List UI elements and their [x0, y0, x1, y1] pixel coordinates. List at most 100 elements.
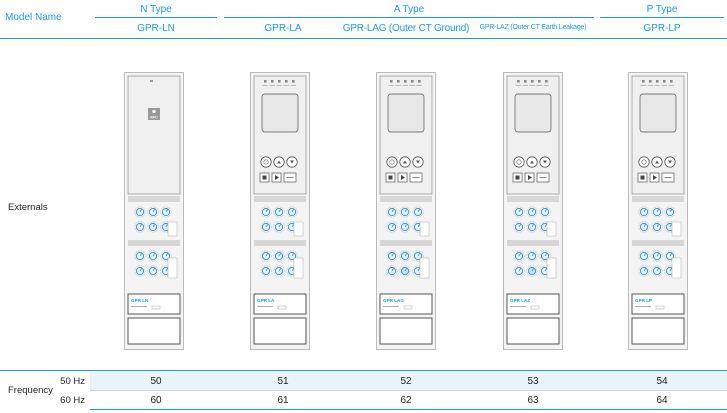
externals-label: Externals [8, 202, 48, 213]
dial-pointer [417, 224, 420, 228]
stop-glyph [515, 175, 520, 180]
device-model-label: GPR LP [635, 298, 652, 303]
dial-pointer [152, 224, 155, 228]
dial-pointer [656, 253, 659, 257]
dial-pointer [669, 268, 672, 272]
dial-pointer [643, 268, 646, 272]
dial-pointer [404, 253, 407, 257]
dial-ticks [664, 250, 676, 262]
dial-ticks [386, 265, 398, 277]
nav-glyph-circle [389, 159, 395, 165]
dial-ticks [638, 221, 650, 233]
rfc-logo-dot [152, 109, 156, 114]
blank-plate [506, 317, 560, 345]
model-header-la: GPR-LA [264, 23, 302, 34]
led-caption [395, 85, 401, 86]
frequency-mid-rule [90, 390, 727, 391]
dial-pointer [544, 268, 547, 272]
device-illustration-lp: GPR LP [628, 72, 688, 350]
dial-section-header [632, 240, 684, 246]
blank-plate [379, 317, 433, 345]
dial-ticks [134, 250, 146, 262]
dial-ticks [513, 206, 525, 218]
dial-pointer [417, 253, 420, 257]
model-header-laz: GPR-LAZ (Outer CT Earth Leakage) [479, 24, 587, 31]
led-caption [388, 85, 394, 86]
dial-pointer [265, 209, 268, 213]
dial-ticks [638, 265, 650, 277]
dial-ticks [526, 206, 538, 218]
led-caption [647, 85, 653, 86]
dial-pointer [152, 209, 155, 213]
status-led [418, 80, 421, 83]
dial-ticks [386, 250, 398, 262]
status-led [642, 80, 645, 83]
led-caption [543, 85, 549, 86]
status-led [538, 80, 541, 83]
freq-50-ln: 50 [150, 376, 162, 387]
dip-switch [167, 221, 178, 237]
dial-ticks [260, 250, 272, 262]
status-led [411, 80, 414, 83]
dial-ticks [260, 221, 272, 233]
dip-switch [671, 257, 682, 279]
status-led [404, 80, 407, 83]
dial-ticks [651, 265, 663, 277]
dial-ticks [399, 250, 411, 262]
dip-switch [293, 257, 304, 279]
dial-ticks [260, 265, 272, 277]
label-plate-line [510, 306, 526, 307]
dial-ticks [526, 265, 538, 277]
dial-pointer [417, 209, 420, 213]
dial-ticks [526, 250, 538, 262]
label-plate [506, 293, 560, 315]
dial-pointer [544, 224, 547, 228]
dial-pointer [278, 253, 281, 257]
dial-ticks [386, 206, 398, 218]
dial-ticks [399, 206, 411, 218]
blank-plate [127, 317, 181, 345]
label-plate-line [383, 306, 399, 307]
frequency-bottom-rule [90, 409, 727, 410]
dial-pointer [544, 253, 547, 257]
status-led [670, 80, 673, 83]
dial-section-header [507, 196, 559, 202]
nav-glyph-up [530, 160, 534, 164]
nav-glyph-circle [516, 159, 522, 165]
lcd-display [514, 93, 552, 133]
nav-button [638, 156, 650, 168]
dial-pointer [656, 268, 659, 272]
dial-section-header [254, 240, 306, 246]
device-model-label: GPR LAG [383, 298, 404, 303]
dial-pointer [656, 224, 659, 228]
led-caption [515, 85, 521, 86]
dial-ticks [160, 250, 172, 262]
status-led [531, 80, 534, 83]
label-plate [127, 293, 181, 315]
device-model-label: GPR LN [131, 298, 149, 303]
dial-pointer [278, 268, 281, 272]
dial-pointer [265, 224, 268, 228]
label-plate-line [131, 306, 147, 307]
dial-section-header [380, 240, 432, 246]
label-plate-mark [277, 305, 287, 310]
dial-section-header [507, 240, 559, 246]
dial-ticks [638, 250, 650, 262]
dial-ticks [399, 221, 411, 233]
label-plate-mark [530, 305, 540, 310]
dial-ticks [513, 221, 525, 233]
dial-ticks [147, 250, 159, 262]
dial-pointer [531, 209, 534, 213]
nav-button [260, 156, 272, 168]
status-led [264, 80, 267, 83]
dial-pointer [139, 253, 142, 257]
dial-pointer [404, 224, 407, 228]
status-led [649, 80, 652, 83]
status-led [271, 80, 274, 83]
dial-section-header [632, 196, 684, 202]
dial-ticks [147, 221, 159, 233]
model-header-ln: GPR-LN [137, 23, 175, 34]
lcd-display [639, 93, 677, 133]
led-caption [416, 85, 422, 86]
hz-label-50: 50 Hz [60, 376, 85, 387]
